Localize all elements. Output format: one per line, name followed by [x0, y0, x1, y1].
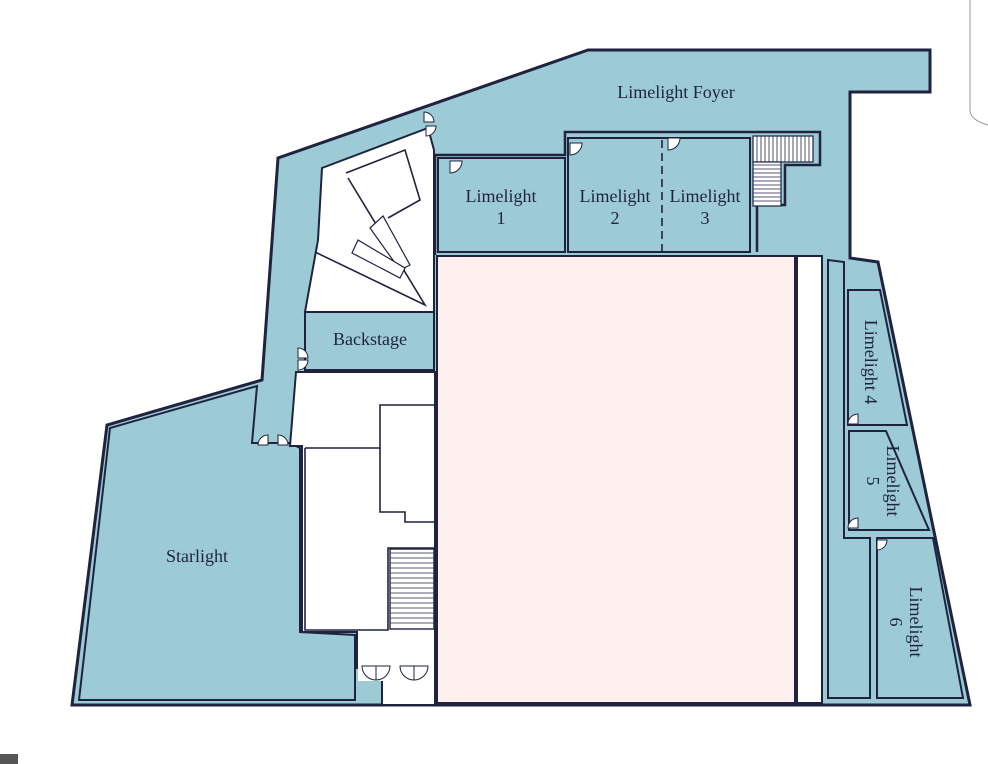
inner-wall — [379, 448, 435, 523]
entrance-doors[interactable] — [358, 665, 434, 681]
inner-wall — [304, 448, 435, 631]
stairs-north — [351, 215, 411, 279]
limelight-5-room[interactable] — [848, 430, 931, 531]
inner-wall — [305, 404, 435, 449]
door[interactable] — [847, 517, 859, 529]
service-corridor — [796, 255, 823, 704]
door[interactable] — [847, 413, 859, 425]
door[interactable] — [569, 142, 583, 156]
label-limelight-5: Limelight5 — [863, 446, 903, 517]
backstage-room[interactable] — [304, 311, 435, 371]
label-starlight: Starlight — [166, 546, 228, 566]
label-limelight-foyer: Limelight Foyer — [617, 82, 734, 102]
label-limelight-4: Limelight 4 — [861, 320, 881, 405]
main-stage-area — [436, 255, 796, 704]
limelight-2-3-room[interactable] — [567, 137, 751, 253]
limelight-1-room[interactable] — [437, 157, 566, 253]
limelight-6-room[interactable] — [876, 537, 965, 699]
stair-wall — [345, 148, 421, 219]
door[interactable] — [876, 539, 888, 551]
door[interactable] — [423, 111, 435, 123]
door[interactable] — [297, 347, 309, 359]
door[interactable] — [449, 160, 463, 174]
door[interactable] — [667, 137, 681, 151]
limelight-4-room[interactable] — [847, 289, 909, 426]
stairs-east — [752, 135, 814, 207]
door[interactable] — [257, 434, 269, 446]
label-limelight-6: Limelight6 — [886, 587, 926, 658]
east-corridor[interactable] — [827, 258, 871, 699]
page-edge-mark — [969, 0, 988, 126]
door[interactable] — [425, 125, 437, 137]
door[interactable] — [297, 359, 309, 371]
stairs-south — [389, 548, 435, 630]
thumbnail-fragment — [0, 754, 18, 764]
label-backstage: Backstage — [333, 329, 407, 349]
door[interactable] — [277, 434, 289, 446]
stair-wall — [314, 177, 428, 307]
